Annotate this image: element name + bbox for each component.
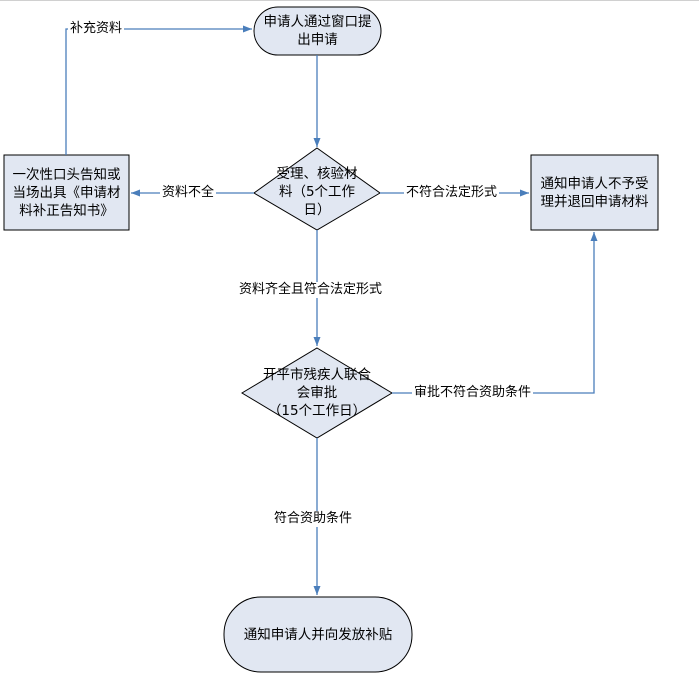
edge-label-supplement: 补充资料	[68, 21, 125, 37]
end-node-shape	[223, 596, 413, 673]
edge-label-incomplete: 资料不全	[160, 185, 217, 201]
approval-label-line-1: 开平市残疾人联合	[263, 367, 371, 383]
edge-label-not-conform-subsidy: 审批不符合资助条件	[412, 385, 534, 401]
start-node-text: 申请人通过窗口提出申请	[256, 9, 379, 53]
edge-label-conform-subsidy: 符合资助条件	[272, 511, 355, 527]
top-border-line	[0, 0, 699, 1]
approval-decision-text: 开平市残疾人联合 会审批 （15个工作日）	[252, 363, 382, 423]
supplement-notice-label: 一次性口头告知或当场出具《申请材料补正告知书》	[12, 166, 121, 219]
edge-approval-to-reject	[392, 232, 598, 394]
reject-notice-label: 通知申请人不予受理并退回申请材料	[540, 175, 649, 210]
review-decision-text: 受理、核验材 料（5个工作 日）	[262, 160, 372, 224]
edge-label-complete-and-conform: 资料齐全且符合法定形式	[237, 282, 385, 298]
review-label-line-2: 料（5个工作	[278, 184, 356, 200]
approval-label-line-2: 会审批	[296, 385, 338, 401]
supplement-notice-shape	[3, 154, 130, 231]
reject-notice-text: 通知申请人不予受理并退回申请材料	[533, 157, 656, 228]
start-node-label: 申请人通过窗口提出申请	[263, 14, 372, 48]
end-node-text: 通知申请人并向发放补贴	[226, 599, 410, 670]
review-label-line-1: 受理、核验材	[276, 166, 358, 182]
end-node-label: 通知申请人并向发放补贴	[243, 626, 393, 643]
edge-label-not-conform-form: 不符合法定形式	[404, 185, 500, 201]
supplement-notice-text: 一次性口头告知或当场出具《申请材料补正告知书》	[6, 157, 127, 228]
reject-notice-shape	[530, 154, 659, 231]
approval-label-line-3: （15个工作日）	[267, 403, 367, 419]
edge-supplement-to-start	[65, 25, 252, 155]
review-label-line-3: 日）	[303, 202, 331, 218]
